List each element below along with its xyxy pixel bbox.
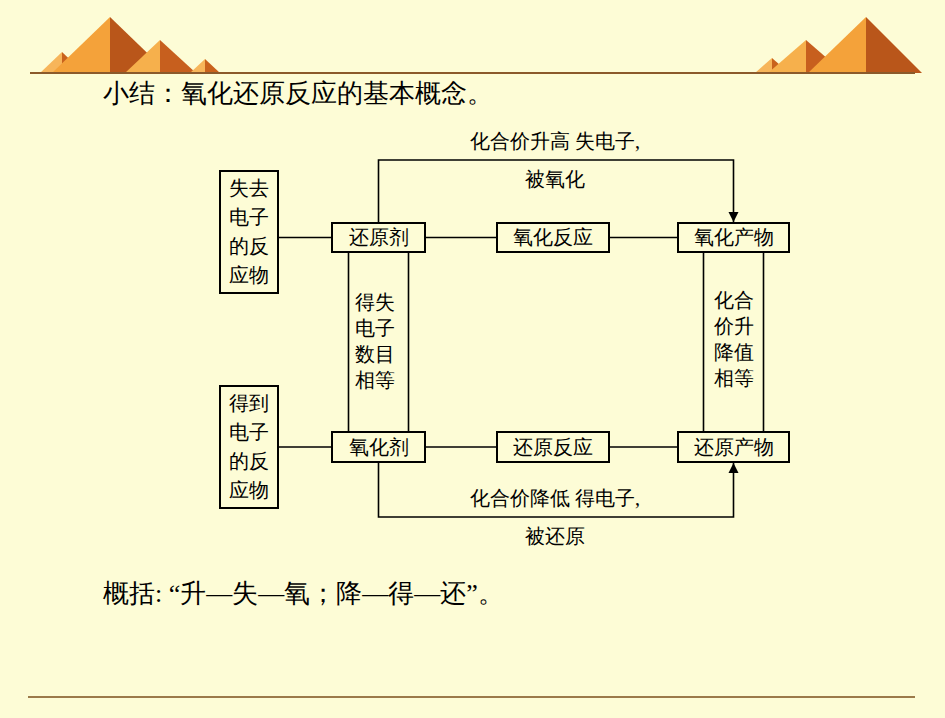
connector-line	[704, 253, 764, 431]
pyramid-face	[110, 17, 168, 73]
caption: 概括: “升—失—氧；降—得—还”。	[103, 576, 504, 611]
node-text: 氧化产物	[694, 224, 774, 251]
connector-line	[426, 237, 496, 239]
concept-box: 氧化反应	[496, 222, 610, 253]
pyramids-right	[755, 17, 922, 73]
node-text: 氧化剂	[349, 434, 409, 461]
header-rule	[30, 72, 915, 74]
connector-line	[426, 446, 496, 448]
concept-box: 还原反应	[496, 431, 610, 463]
pyramid-face	[125, 40, 160, 73]
title: 小结：氧化还原反应的基本概念。	[103, 76, 493, 111]
concept-box: 氧化剂	[331, 431, 426, 463]
node-text: 氧化反应	[513, 224, 593, 251]
pyramids-left	[40, 17, 220, 73]
node-text: 还原剂	[349, 224, 409, 251]
reactant-box: 得到电子的反应物	[219, 385, 279, 509]
connector-line	[610, 446, 677, 448]
edge-label: 化合价升高 失电子,被氧化	[470, 122, 640, 198]
connector-line	[610, 237, 677, 239]
pyramid-face	[160, 40, 196, 73]
pyramid-face	[808, 17, 866, 73]
pyramid-face	[866, 17, 922, 73]
footer-rule	[28, 696, 915, 698]
concept-box: 还原产物	[677, 431, 790, 463]
connector-line	[349, 253, 409, 431]
pyramid-face	[52, 17, 110, 73]
edge-label: 化合价升降值相等	[713, 287, 755, 391]
edge-label: 得失电子数目相等	[354, 289, 396, 393]
reactant-box: 失去电子的反应物	[219, 170, 279, 294]
concept-box: 还原剂	[331, 222, 426, 253]
concept-box: 氧化产物	[677, 222, 790, 253]
connector-line	[279, 237, 331, 239]
connectors	[279, 160, 764, 517]
pyramid-face	[755, 58, 772, 73]
node-text: 还原产物	[694, 434, 774, 461]
node-text: 还原反应	[513, 434, 593, 461]
pyramid-face	[190, 59, 205, 73]
pyramid-face	[768, 40, 806, 73]
node-text: 失去电子的反应物	[229, 177, 269, 286]
connector-line	[279, 446, 331, 448]
node-text: 得到电子的反应物	[229, 392, 269, 501]
pyramid-face	[205, 59, 220, 73]
edge-label: 化合价降低 得电子,被还原	[470, 479, 640, 555]
